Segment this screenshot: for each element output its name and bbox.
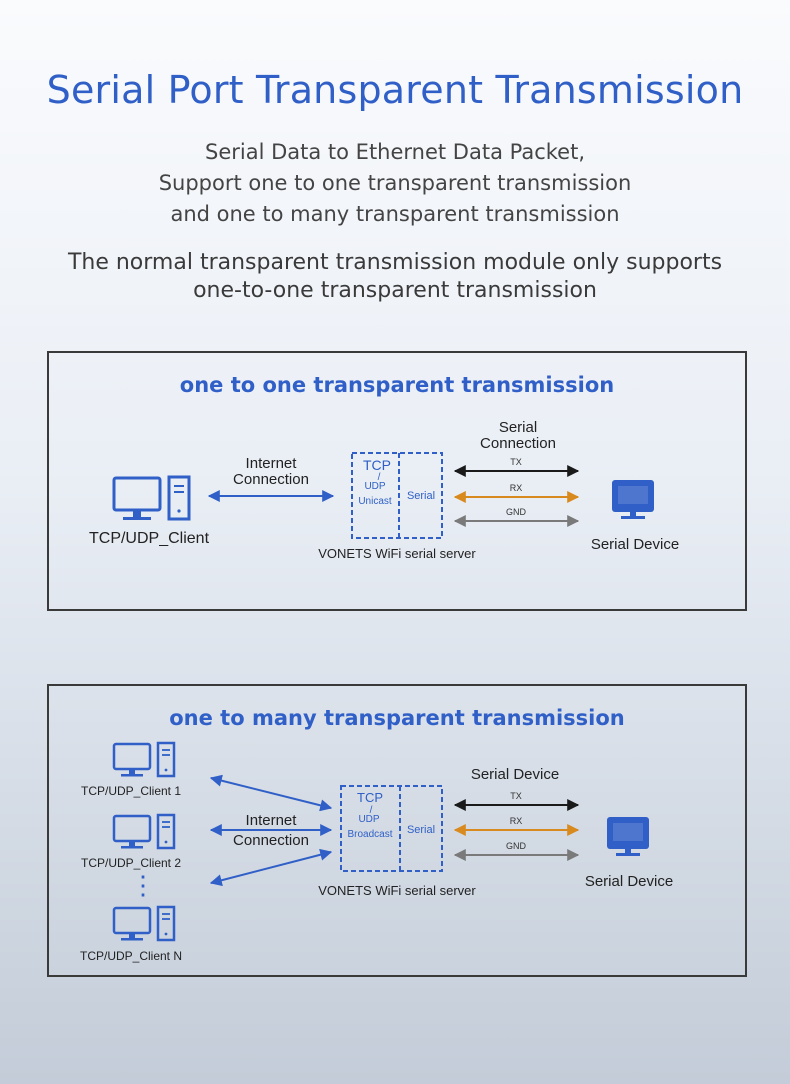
device-label: Serial Device: [584, 873, 674, 890]
note-line-2: one-to-one transparent transmission: [193, 278, 597, 303]
one-to-many-panel: one to many transparent transmission TCP…: [47, 684, 747, 977]
box-udp-label: UDP: [364, 481, 386, 492]
computer-icon-1: [112, 741, 176, 778]
box-tcp-label: TCP: [363, 457, 391, 473]
subtitle-line-3: and one to many transparent transmission: [170, 202, 620, 226]
box-udp-label: UDP: [358, 814, 380, 825]
internet-connection-label: Internet Connection: [233, 455, 309, 488]
computer-icon-2: [112, 813, 176, 850]
box-mode-label: Unicast: [358, 496, 392, 507]
client-2-label: TCP/UDP_Client 2: [80, 856, 182, 870]
serial-server-box: [351, 452, 443, 539]
tx-label: TX: [510, 791, 522, 801]
internet-arrow-3: [209, 848, 333, 887]
client-label: TCP/UDP_Client: [88, 530, 210, 547]
subtitle-line-1: Serial Data to Ethernet Data Packet,: [205, 140, 585, 164]
device-label: Serial Device: [590, 536, 680, 553]
internet-connection-label: Internet Connection: [233, 812, 309, 849]
serial-connection-label: Serial Device: [470, 766, 560, 783]
box-mode-label: Broadcast: [347, 829, 393, 840]
gnd-label: GND: [506, 507, 526, 517]
internet-arrow-1: [209, 774, 333, 812]
computer-icon-n: [112, 905, 176, 942]
server-label: VONETS WiFi serial server: [318, 546, 476, 561]
rx-label: RX: [509, 816, 523, 826]
computer-icon: [112, 475, 191, 521]
box-serial-label: Serial: [406, 490, 436, 502]
panel-title: one to one transparent transmission: [179, 373, 615, 397]
one-to-one-diagram: [112, 452, 654, 539]
client-1-label: TCP/UDP_Client 1: [80, 784, 182, 798]
box-serial-label: Serial: [406, 824, 436, 836]
page-title: Serial Port Transparent Transmission: [46, 68, 744, 112]
gnd-label: GND: [506, 841, 526, 851]
subtitle-line-2: Support one to one transparent transmiss…: [158, 171, 632, 195]
box-tcp-label: TCP: [357, 790, 383, 805]
tx-label: TX: [510, 457, 522, 467]
ellipsis-icon: ⋮: [130, 870, 156, 900]
monitor-icon: [612, 480, 654, 519]
client-n-label: TCP/UDP_Client N: [79, 949, 183, 963]
serial-server-box: [340, 785, 443, 872]
box-slash-label: /: [369, 805, 373, 816]
note-line-1: The normal transparent transmission modu…: [67, 250, 723, 275]
box-slash-label: /: [377, 472, 381, 483]
rx-label: RX: [509, 483, 523, 493]
server-label: VONETS WiFi serial server: [318, 883, 476, 898]
one-to-many-diagram: [112, 741, 649, 942]
panel-title: one to many transparent transmission: [169, 706, 625, 730]
monitor-icon: [607, 817, 649, 856]
one-to-one-panel: one to one transparent transmission TCP/…: [47, 351, 747, 611]
serial-connection-label: Serial Connection: [480, 419, 556, 452]
